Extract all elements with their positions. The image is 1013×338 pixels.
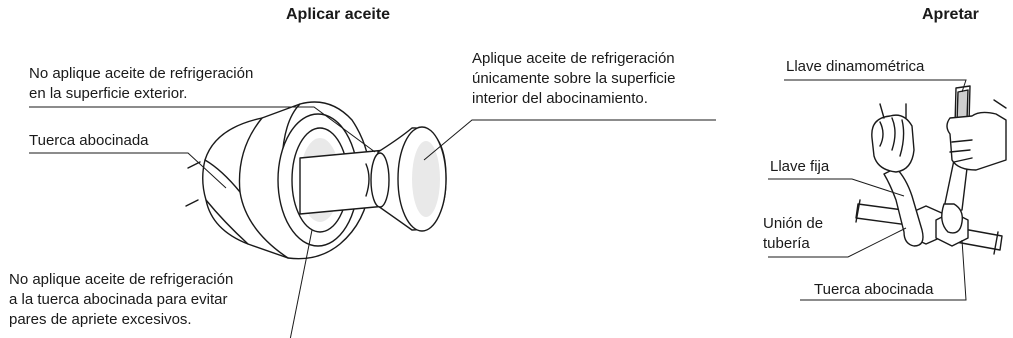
torque-wrench-label: Llave dinamométrica bbox=[786, 58, 925, 75]
pipe-union-label-line-2: tubería bbox=[763, 235, 810, 252]
note-outer-line-1: No aplique aceite de refrigeración bbox=[29, 65, 254, 82]
note-nut-line-2: a la tuerca abocinada para evitar bbox=[9, 291, 228, 308]
note-inner-line-3: interior del abocinamiento. bbox=[472, 90, 648, 107]
flare-nut-label: Tuerca abocinada bbox=[29, 132, 149, 149]
flare-nut-drawing bbox=[185, 101, 447, 260]
apply-oil-title: Aplicar aceite bbox=[286, 6, 391, 23]
note-inner-line-2: únicamente sobre la superficie bbox=[472, 70, 676, 87]
leader-lines-right bbox=[768, 79, 967, 301]
note-nut-line-3: pares de apriete excesivos. bbox=[9, 311, 192, 328]
tightening-drawing bbox=[855, 85, 1007, 255]
pipe-union-label-line-1: Unión de bbox=[763, 215, 824, 232]
note-nut-line-1: No aplique aceite de refrigeración bbox=[9, 271, 234, 288]
note-inner-line-1: Aplique aceite de refrigeración bbox=[472, 50, 675, 67]
leader-lines-left bbox=[29, 106, 716, 338]
note-outer-line-2: en la superficie exterior. bbox=[29, 85, 188, 102]
flare-nut-label-right: Tuerca abocinada bbox=[814, 281, 934, 298]
spanner-label: Llave fija bbox=[770, 158, 830, 175]
tighten-title: Apretar bbox=[922, 6, 979, 23]
